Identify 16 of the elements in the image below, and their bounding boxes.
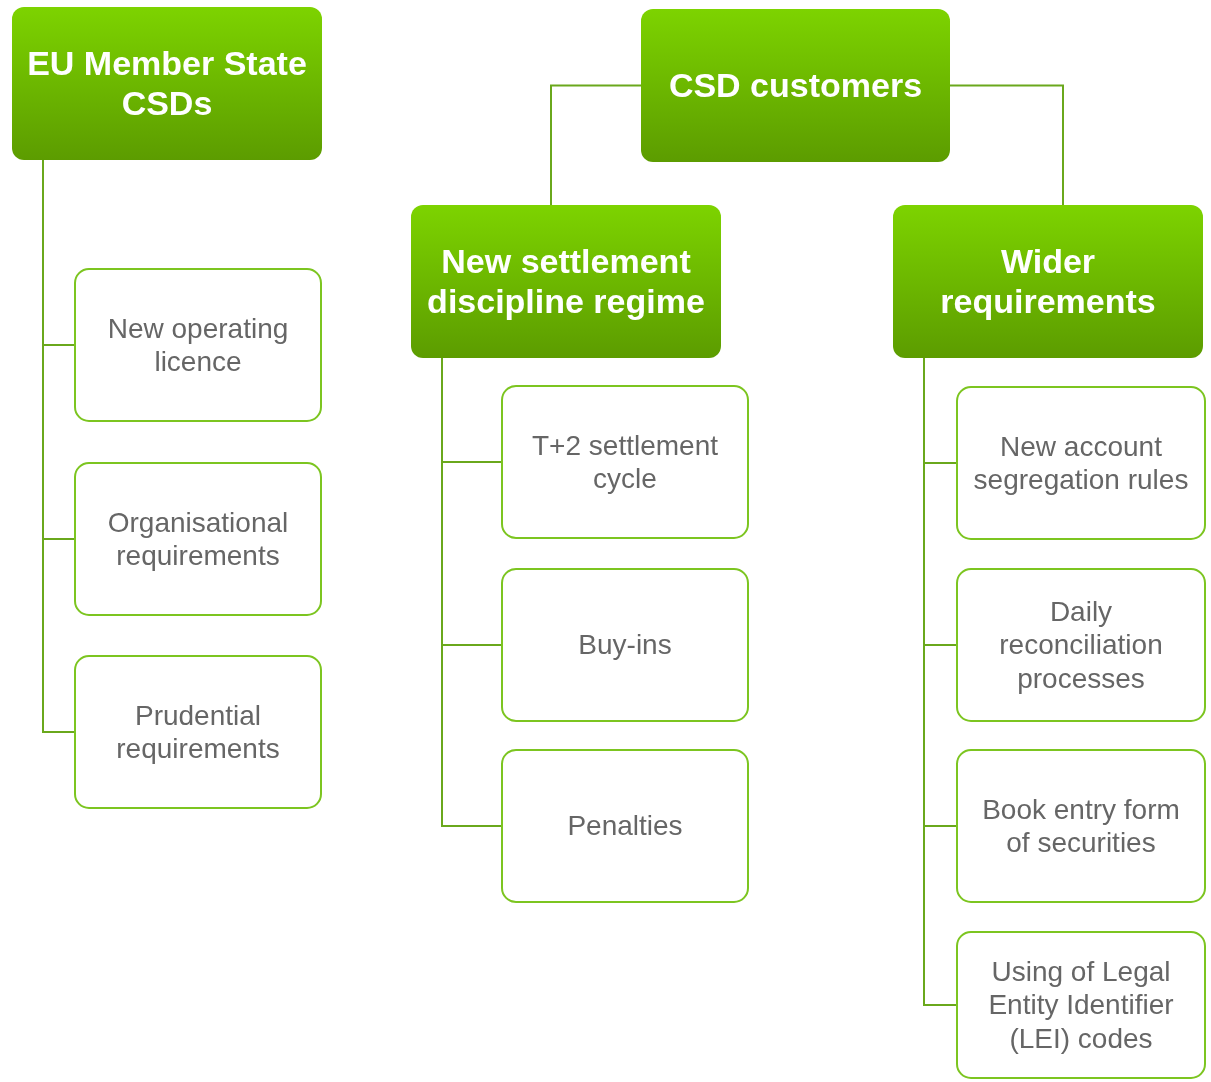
connector-line [949, 84, 1064, 206]
item-box: T+2 settlement cycle [501, 385, 749, 539]
header-box: New settlement discipline regime [411, 205, 721, 358]
item-box: Penalties [501, 749, 749, 903]
item-box: Daily reconciliation processes [956, 568, 1206, 722]
header-box: Wider requirements [893, 205, 1203, 358]
item-box: Using of Legal Entity Identifier (LEI) codes [956, 931, 1206, 1079]
header-box: CSD customers [641, 9, 950, 162]
item-box: Prudential requirements [74, 655, 322, 809]
item-box: New account segregation rules [956, 386, 1206, 540]
item-box: New operating licence [74, 268, 322, 422]
connector-line [550, 84, 642, 206]
header-box: EU Member State CSDs [12, 7, 322, 160]
item-box: Book entry form of securities [956, 749, 1206, 903]
item-box: Buy-ins [501, 568, 749, 722]
item-box: Organisational requirements [74, 462, 322, 616]
